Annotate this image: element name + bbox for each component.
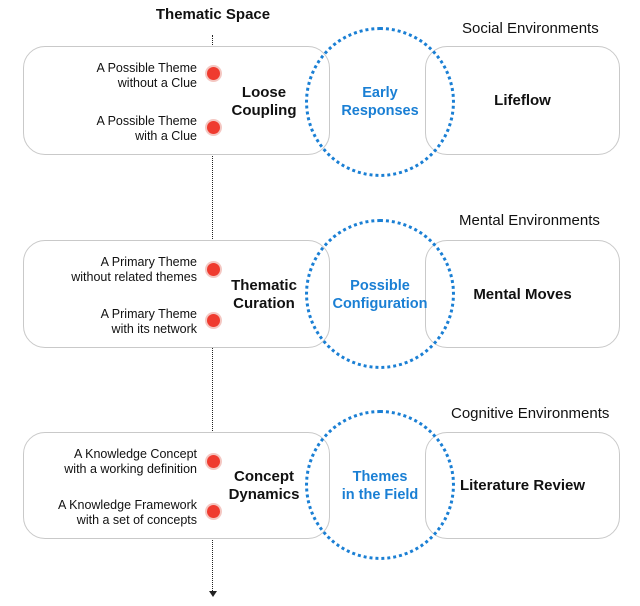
theme-item-line: A Primary Theme [100,307,197,321]
theme-item-line: A Possible Theme [96,114,197,128]
stage-label-line: Thematic [231,277,297,294]
theme-item: A Primary Theme without related themes [71,255,197,285]
arrow-down-icon [209,591,217,597]
circle-label-line: Themes [352,469,408,485]
stage-label: Loose Coupling [224,84,304,120]
red-dot-marker [207,67,220,80]
red-dot-marker [207,455,220,468]
environment-label: Lifeflow [494,92,551,109]
red-dot-marker [207,263,220,276]
stage-label-line: Dynamics [228,486,300,503]
stage-label-line: Concept [234,468,294,485]
theme-item: A Knowledge Framework with a set of conc… [58,498,197,528]
theme-item-line: A Knowledge Concept [73,447,197,461]
theme-item: A Possible Theme with a Clue [96,114,197,144]
circle-label-line: Possible [350,278,410,294]
environment-box: Mental Moves [425,240,620,348]
theme-item: A Possible Theme without a Clue [96,61,197,91]
theme-item-line: with a working definition [64,462,197,476]
environment-caption: Mental Environments [459,212,600,229]
circle-label-line: in the Field [341,487,419,503]
theme-item-line: with a Clue [135,129,197,143]
circle-label: Possible Configuration [305,277,455,313]
diagram-title: Thematic Space [155,6,271,23]
environment-box: Literature Review [425,432,620,539]
environment-box: Lifeflow [425,46,620,155]
environment-caption: Social Environments [462,20,599,37]
environment-label: Mental Moves [473,285,572,303]
circle-label: Themes in the Field [305,468,455,504]
stage-label: Concept Dynamics [224,468,304,504]
circle-label-line: Configuration [332,296,428,312]
red-dot-marker [207,505,220,518]
theme-item-line: A Primary Theme [100,255,197,269]
dotted-circle [305,27,455,177]
stage-label-line: Loose [241,84,287,101]
theme-item-line: with a set of concepts [76,513,197,527]
theme-item-line: A Knowledge Framework [58,498,197,512]
dotted-circle [305,410,455,560]
theme-box [23,46,330,155]
circle-label: Early Responses [305,84,455,120]
theme-item-line: with its network [111,322,197,336]
theme-item: A Knowledge Concept with a working defin… [64,447,197,477]
environment-label: Literature Review [459,477,586,494]
theme-item-line: without a Clue [117,76,197,90]
dotted-circle [305,219,455,369]
theme-item-line: A Possible Theme [96,61,197,75]
circle-label-line: Responses [341,103,419,119]
stage-label: Thematic Curation [224,277,304,313]
theme-item-line: without related themes [71,270,197,284]
theme-box [23,432,330,539]
theme-item: A Primary Theme with its network [101,307,197,337]
stage-label-line: Curation [233,295,295,312]
theme-box [23,240,330,348]
red-dot-marker [207,314,220,327]
red-dot-marker [207,121,220,134]
environment-caption: Cognitive Environments [451,405,610,422]
circle-label-line: Early [362,85,398,101]
stage-label-line: Coupling [231,102,297,119]
